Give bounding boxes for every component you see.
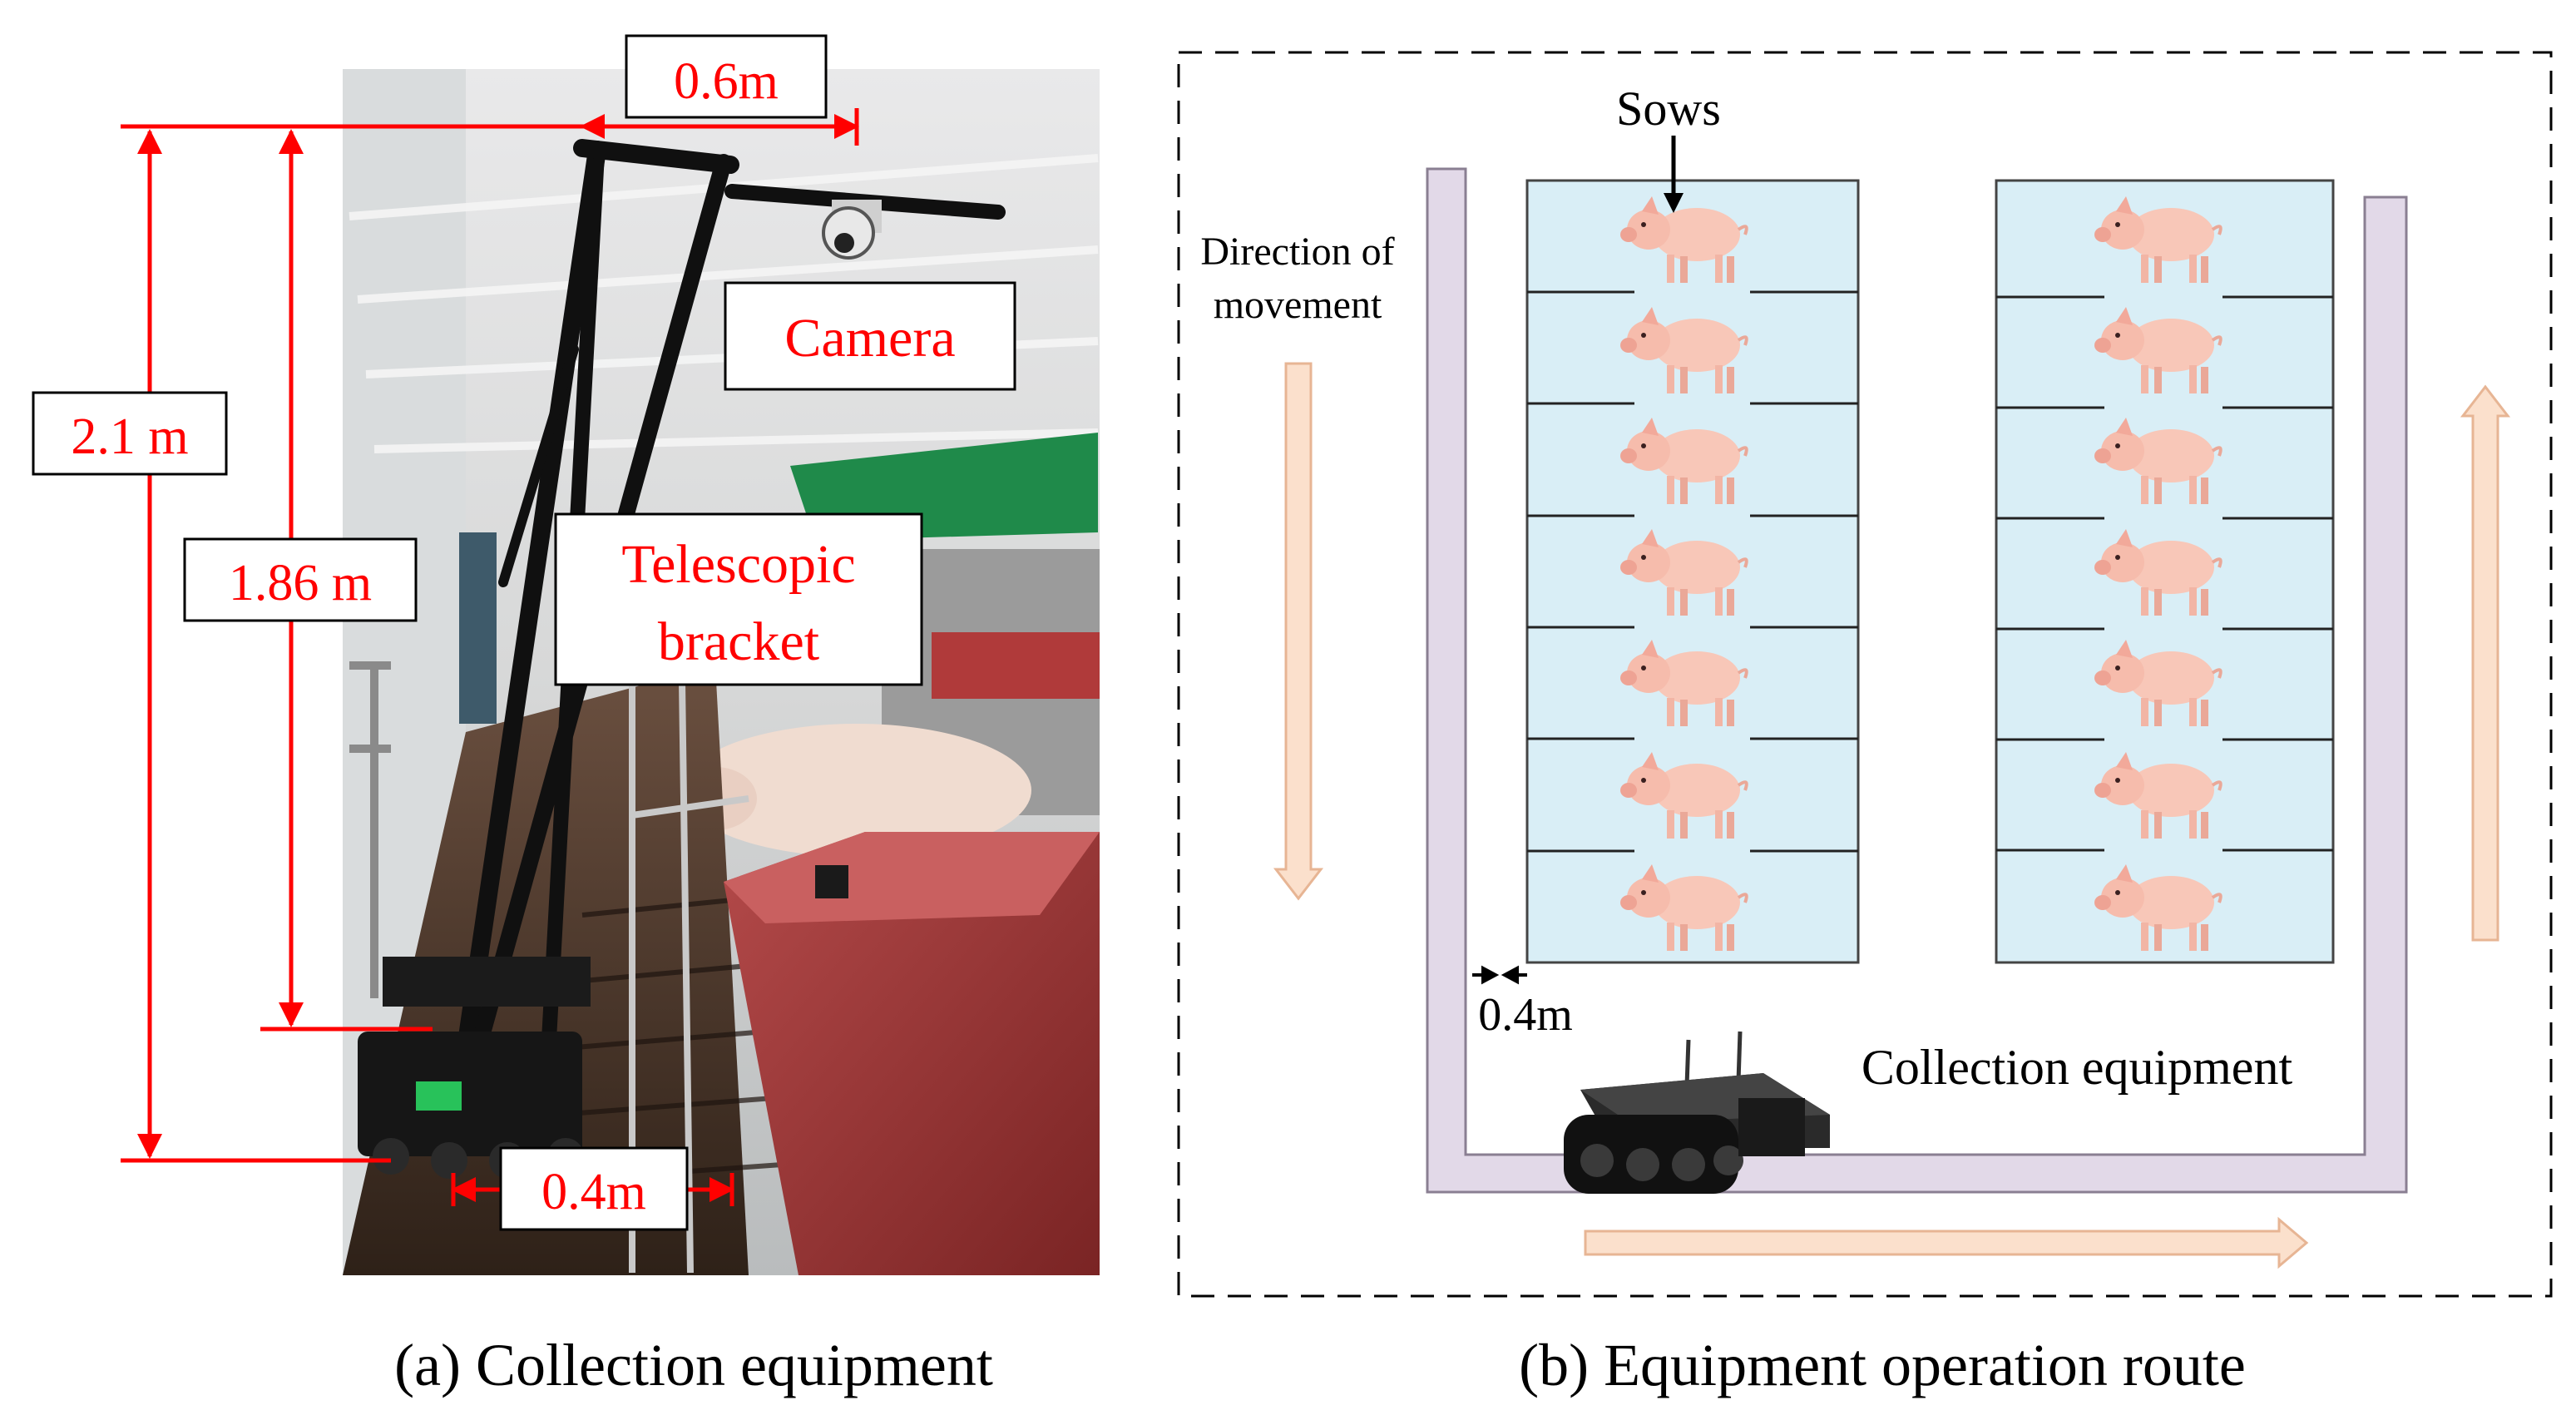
caption-a: (a) Collection equipment xyxy=(394,1332,993,1398)
svg-text:bracket: bracket xyxy=(658,611,819,672)
robot-icon xyxy=(1564,1031,1830,1194)
svg-text:Camera: Camera xyxy=(784,308,955,369)
route-frame xyxy=(1177,51,2553,1298)
svg-text:0.6m: 0.6m xyxy=(674,53,779,110)
route-track xyxy=(1426,167,2408,1194)
label-top-width: 0.6m xyxy=(625,34,828,119)
svg-text:Telescopic: Telescopic xyxy=(621,534,855,595)
direction-arrow-down xyxy=(1273,362,1324,901)
svg-text:1.86 m: 1.86 m xyxy=(229,555,372,611)
label-bracket-height: 1.86 m xyxy=(183,537,418,622)
label-total-height: 2.1 m xyxy=(32,391,228,476)
label-gap: 0.4m xyxy=(1478,989,1573,1041)
label-camera: Camera xyxy=(724,281,1016,391)
label-direction-line2: movement xyxy=(1214,283,1382,327)
direction-arrow-right xyxy=(1584,1216,2309,1269)
svg-text:0.4m: 0.4m xyxy=(541,1164,646,1220)
label-sows: Sows xyxy=(1616,82,1721,136)
label-telescopic-bracket: Telescopic bracket xyxy=(554,512,923,686)
label-collection-equipment: Collection equipment xyxy=(1862,1040,2293,1095)
sows-pointer-arrow xyxy=(1664,136,1684,213)
label-direction-line1: Direction of xyxy=(1200,230,1394,274)
svg-text:2.1 m: 2.1 m xyxy=(71,408,188,465)
label-base-width: 0.4m xyxy=(499,1146,689,1231)
gap-marker xyxy=(1472,965,1527,985)
direction-arrow-up xyxy=(2460,384,2511,942)
caption-b: (b) Equipment operation route xyxy=(1519,1332,2246,1398)
